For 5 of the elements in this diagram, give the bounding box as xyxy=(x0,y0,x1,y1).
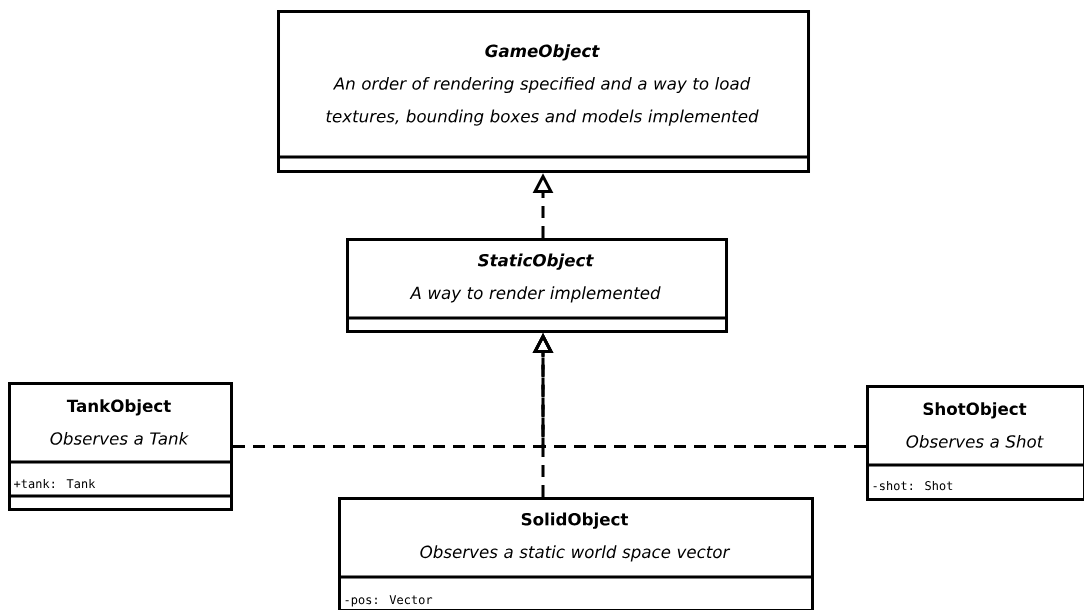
class-box: ShotObject Observes a Shot -shot: Shot xyxy=(866,385,1084,501)
class-box: GameObject An order of rendering specified and a way to load textures, bounding boxes and models implemented xyxy=(277,10,810,173)
class-box: SolidObject Observes a static world space vector -pos: Vector xyxy=(338,497,814,610)
class-box: TankObject Observes a Tank +tank: Tank xyxy=(8,382,233,511)
class-box: StaticObject A way to render implemented xyxy=(346,238,728,333)
